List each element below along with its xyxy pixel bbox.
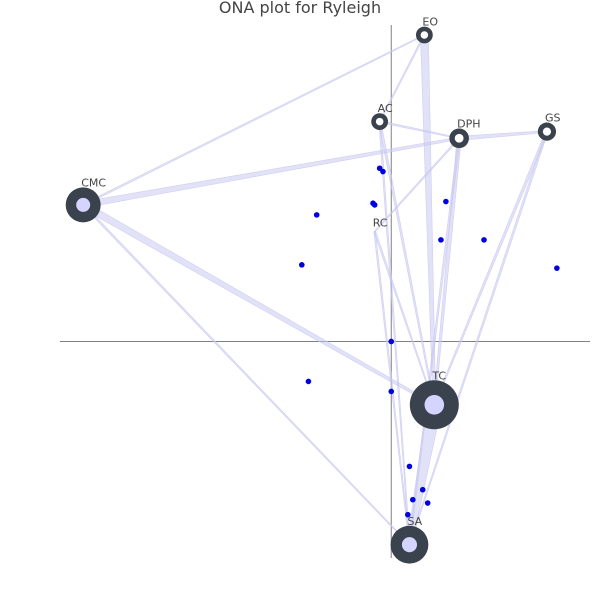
data-point [443, 198, 449, 205]
edge-dph-tc [433, 137, 462, 406]
data-point [380, 168, 386, 175]
edges [80, 34, 549, 546]
edge-rc-tc [373, 230, 436, 406]
node-label-eo: EO [422, 16, 438, 29]
points [299, 165, 560, 518]
data-point [409, 496, 416, 503]
axes [60, 25, 590, 558]
data-point [299, 262, 305, 268]
node-label-cmc: CMC [81, 176, 106, 189]
data-point [406, 463, 413, 470]
data-point [305, 378, 312, 385]
node-label-dph: DPH [457, 117, 480, 130]
data-point [438, 237, 444, 243]
edge-ac-sa [378, 121, 411, 546]
data-point [370, 200, 376, 207]
node-dph-center [454, 133, 464, 143]
data-point [424, 500, 431, 506]
edge-gs-tc [433, 130, 549, 406]
node-cmc-center [76, 197, 91, 212]
data-point [405, 511, 411, 518]
node-gs-center [542, 127, 552, 136]
node-label-tc: TC [431, 369, 446, 382]
data-point [554, 265, 560, 271]
node-sa-center [401, 537, 418, 553]
edge-dph-gs [458, 130, 548, 141]
node-label-gs: GS [545, 112, 561, 125]
plot-title: ONA plot for Ryleigh [219, 0, 381, 17]
nodes: EO AC DPH GS CMC RC TC SA [65, 16, 561, 564]
node-label-rc: RC [373, 217, 388, 230]
data-point [388, 388, 395, 395]
data-point [313, 212, 320, 218]
node-label-sa: SA [407, 515, 422, 528]
edge-cmc-sa [82, 203, 411, 546]
data-point [481, 237, 487, 243]
data-point [419, 486, 426, 493]
node-ac-center [375, 117, 384, 126]
edge-cmc-dph [82, 136, 460, 209]
node-label-ac: AC [378, 102, 393, 115]
node-eo-center [420, 31, 429, 39]
node-tc-center [424, 394, 445, 415]
data-point [388, 338, 395, 345]
